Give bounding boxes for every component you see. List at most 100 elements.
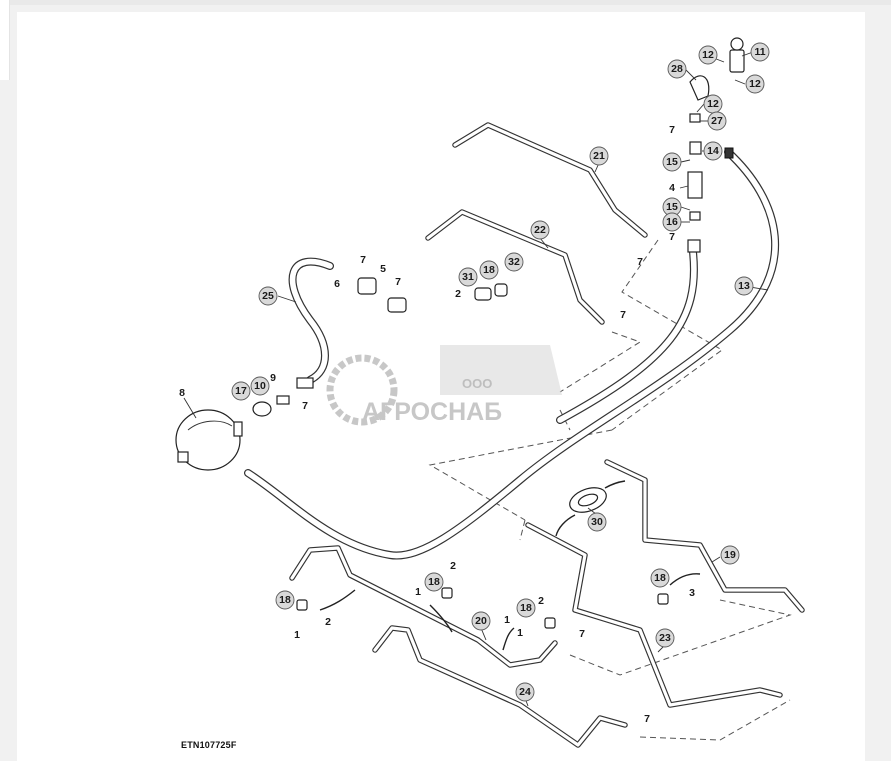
svg-text:18: 18 <box>279 594 291 606</box>
label-7[interactable]: 7 <box>302 400 308 412</box>
tube-23 <box>525 522 783 708</box>
callout-18[interactable]: 18 <box>516 598 536 618</box>
svg-text:14: 14 <box>707 145 719 157</box>
label-7[interactable]: 7 <box>644 713 650 725</box>
label-2[interactable]: 2 <box>538 595 544 607</box>
callout-18[interactable]: 18 <box>479 260 499 280</box>
accumulator <box>175 409 243 471</box>
callout-23[interactable]: 23 <box>655 628 675 648</box>
callout-18[interactable]: 18 <box>424 572 444 592</box>
label-1[interactable]: 1 <box>517 627 523 639</box>
tube-19 <box>604 459 805 613</box>
label-1[interactable]: 1 <box>415 586 421 598</box>
label-7[interactable]: 7 <box>395 276 401 288</box>
callout-21[interactable]: 21 <box>589 146 609 166</box>
callout-15[interactable]: 15 <box>662 152 682 172</box>
svg-text:28: 28 <box>671 63 683 75</box>
svg-text:20: 20 <box>475 615 487 627</box>
svg-text:12: 12 <box>702 49 714 61</box>
label-7[interactable]: 7 <box>620 309 626 321</box>
svg-text:31: 31 <box>462 271 474 283</box>
label-4[interactable]: 4 <box>669 182 675 194</box>
callout-12[interactable]: 12 <box>703 94 723 114</box>
svg-text:18: 18 <box>520 602 532 614</box>
svg-text:23: 23 <box>659 632 671 644</box>
top-bar <box>0 0 891 5</box>
svg-text:12: 12 <box>707 98 719 110</box>
svg-text:17: 17 <box>235 385 247 397</box>
callout-30[interactable]: 30 <box>587 512 607 532</box>
label-7[interactable]: 7 <box>669 124 675 136</box>
svg-text:27: 27 <box>711 115 723 127</box>
tube-21 <box>452 122 648 238</box>
label-7[interactable]: 7 <box>669 231 675 243</box>
callout-11[interactable]: 11 <box>750 42 770 62</box>
svg-text:10: 10 <box>254 380 266 392</box>
callout-14[interactable]: 14 <box>703 141 723 161</box>
callout-15[interactable]: 15 <box>662 197 682 217</box>
motion-arrows <box>319 480 701 651</box>
callout-24[interactable]: 24 <box>515 682 535 702</box>
watermark: ООО АГРОСНАБ <box>326 345 562 426</box>
diagram-sheet: ООО АГРОСНАБ <box>17 12 865 761</box>
callout-31[interactable]: 31 <box>458 267 478 287</box>
callouts: 11 12 12 28 12 27 7 14 15 4 15 16 7 21 7… <box>179 42 770 725</box>
svg-text:12: 12 <box>749 78 761 90</box>
callout-18[interactable]: 18 <box>650 568 670 588</box>
tube-22 <box>425 209 605 325</box>
label-5[interactable]: 5 <box>380 263 386 275</box>
svg-text:11: 11 <box>754 46 765 58</box>
label-3[interactable]: 3 <box>689 587 695 599</box>
reference-code: ETN107725F <box>181 740 237 750</box>
callout-12[interactable]: 12 <box>698 45 718 65</box>
label-8[interactable]: 8 <box>179 387 185 399</box>
callout-28[interactable]: 28 <box>667 59 687 79</box>
callout-16[interactable]: 16 <box>662 212 682 232</box>
small-fittings <box>252 277 669 629</box>
svg-text:18: 18 <box>428 576 440 588</box>
svg-text:15: 15 <box>666 201 678 213</box>
watermark-line2: АГРОСНАБ <box>362 398 502 426</box>
label-1[interactable]: 1 <box>504 614 510 626</box>
callout-32[interactable]: 32 <box>504 252 524 272</box>
callout-25[interactable]: 25 <box>258 286 278 306</box>
callout-10[interactable]: 10 <box>250 376 270 396</box>
label-7[interactable]: 7 <box>579 628 585 640</box>
tube-24 <box>372 625 628 748</box>
svg-text:30: 30 <box>591 516 603 528</box>
svg-text:25: 25 <box>262 290 274 302</box>
label-2[interactable]: 2 <box>450 560 456 572</box>
svg-text:13: 13 <box>738 280 750 292</box>
left-panel-edge <box>0 0 10 80</box>
hose-center <box>556 248 698 424</box>
callout-20[interactable]: 20 <box>471 611 491 631</box>
label-2[interactable]: 2 <box>325 616 331 628</box>
parts-diagram: ООО АГРОСНАБ <box>175 37 805 748</box>
svg-text:24: 24 <box>519 686 531 698</box>
callout-17[interactable]: 17 <box>231 381 251 401</box>
svg-text:16: 16 <box>666 216 678 228</box>
label-1[interactable]: 1 <box>294 629 300 641</box>
svg-text:19: 19 <box>724 549 736 561</box>
callout-12[interactable]: 12 <box>745 74 765 94</box>
svg-text:18: 18 <box>483 264 495 276</box>
label-7[interactable]: 7 <box>360 254 366 266</box>
label-7[interactable]: 7 <box>637 256 643 268</box>
callout-13[interactable]: 13 <box>734 276 754 296</box>
callout-18[interactable]: 18 <box>275 590 295 610</box>
callout-27[interactable]: 27 <box>707 111 727 131</box>
svg-text:18: 18 <box>654 572 666 584</box>
svg-text:21: 21 <box>593 150 605 162</box>
svg-text:22: 22 <box>534 224 546 236</box>
watermark-line1: ООО <box>462 376 492 391</box>
tube-20 <box>289 545 558 668</box>
callout-22[interactable]: 22 <box>530 220 550 240</box>
assembly-guides <box>428 239 792 741</box>
svg-text:32: 32 <box>508 256 520 268</box>
hose-13 <box>244 148 780 560</box>
hose-25 <box>288 257 334 384</box>
label-2[interactable]: 2 <box>455 288 461 300</box>
callout-19[interactable]: 19 <box>720 545 740 565</box>
label-9[interactable]: 9 <box>270 372 276 384</box>
label-6[interactable]: 6 <box>334 278 340 290</box>
